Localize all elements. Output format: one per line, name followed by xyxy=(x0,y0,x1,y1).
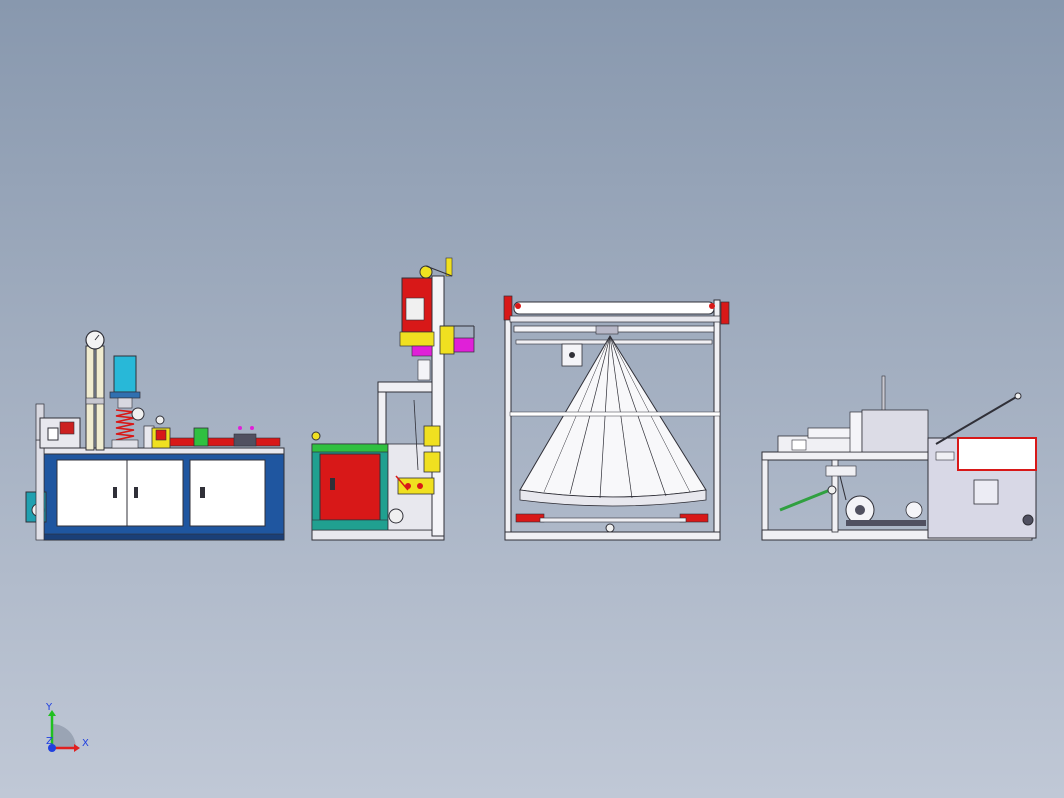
rear-view[interactable] xyxy=(761,375,1037,541)
z-axis-label: Z xyxy=(46,736,53,747)
coordinate-triad: X Y Z xyxy=(45,702,89,752)
motor-icon xyxy=(113,355,137,393)
door-handle xyxy=(134,487,138,498)
spring-icon xyxy=(115,409,135,441)
y-axis-label: Y xyxy=(45,702,53,713)
x-axis-label: X xyxy=(82,738,89,749)
lever-arm xyxy=(779,488,831,512)
side-view[interactable] xyxy=(311,257,475,541)
door-handle xyxy=(113,487,117,498)
z-axis-dot xyxy=(48,744,56,752)
side-cabinet-door xyxy=(319,453,381,521)
front-view[interactable] xyxy=(25,330,285,541)
cabinet-door-left xyxy=(56,459,184,527)
top-roller xyxy=(513,301,715,315)
door-handle xyxy=(200,487,205,498)
winder-view[interactable] xyxy=(503,295,730,541)
